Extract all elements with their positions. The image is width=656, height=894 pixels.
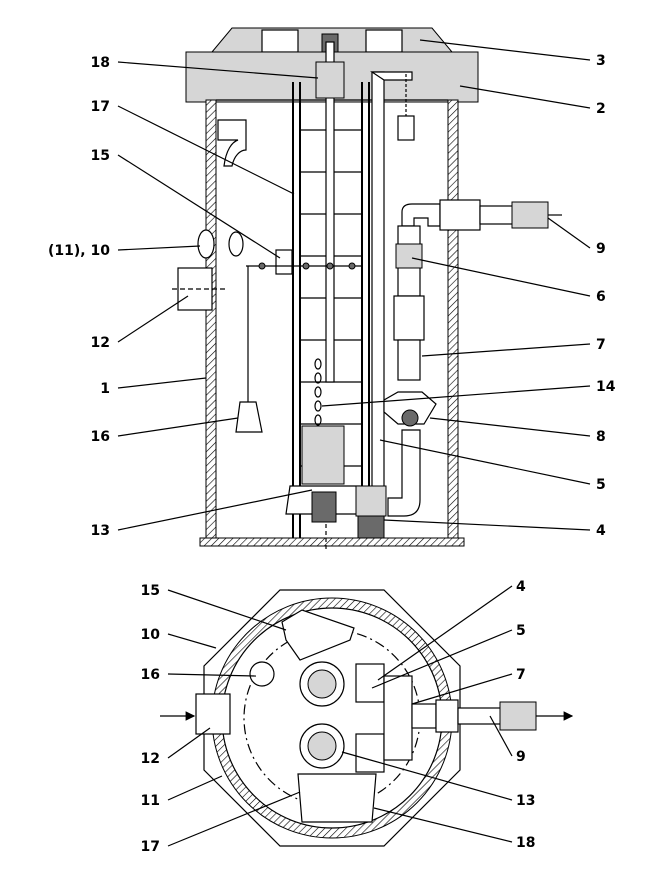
- pump-chain: [314, 358, 322, 426]
- plan-cable-holder: [249, 609, 355, 687]
- label-10-plan: 10: [141, 627, 161, 643]
- label-9-elev: 9: [596, 241, 606, 257]
- label-12-plan: 12: [141, 751, 160, 767]
- label-17-plan: 17: [141, 839, 160, 855]
- label-18-elev: 18: [91, 55, 110, 71]
- cable-gland: [197, 229, 244, 259]
- labels: 18 17 15 (11), 10 12 1 16 13 3 2 9 6 7 1…: [48, 53, 616, 855]
- guide-rail: [315, 41, 345, 383]
- hook-bracket: [217, 119, 247, 167]
- cable-holder: [246, 249, 362, 275]
- label-2-elev: 2: [596, 101, 606, 117]
- label-11-plan: 11: [141, 793, 160, 809]
- inlet-pipe: [172, 267, 226, 311]
- check-valve: [383, 391, 437, 427]
- label-4-plan: 4: [516, 579, 526, 595]
- label-7-plan: 7: [516, 667, 526, 683]
- float-switch: [235, 266, 263, 433]
- label-16-plan: 16: [141, 667, 160, 683]
- label-15-plan: 15: [141, 583, 160, 599]
- label-8-elev: 8: [596, 429, 606, 445]
- label-7-elev: 7: [596, 337, 606, 353]
- label-17-elev: 17: [91, 99, 110, 115]
- label-13-plan: 13: [516, 793, 535, 809]
- label-1-elev: 1: [100, 381, 110, 397]
- label-16-elev: 16: [91, 429, 110, 445]
- plan-inlet: [160, 693, 231, 735]
- label-13-elev: 13: [91, 523, 110, 539]
- label-6-elev: 6: [596, 289, 606, 305]
- label-4-elev: 4: [596, 523, 606, 539]
- label-12-elev: 12: [91, 335, 110, 351]
- label-9-plan: 9: [516, 749, 526, 765]
- label-5-elev: 5: [596, 477, 606, 493]
- label-10-elev: (11), 10: [48, 243, 110, 259]
- elevation-view: [172, 27, 562, 552]
- label-15-elev: 15: [91, 148, 110, 164]
- pump: [285, 425, 365, 552]
- plan-view: [160, 589, 574, 847]
- label-18-plan: 18: [516, 835, 535, 851]
- base-coupling: [355, 485, 387, 539]
- plan-ladder: [297, 773, 377, 823]
- upper-chain: [397, 74, 415, 141]
- riser-piping: [393, 199, 562, 381]
- leader-lines: [117, 39, 591, 847]
- label-14-elev: 14: [596, 379, 616, 395]
- bottom-pipe-elbow: [387, 429, 421, 517]
- label-3-elev: 3: [596, 53, 606, 69]
- plan-piping: [355, 663, 574, 773]
- discharge-pipe: [370, 71, 413, 521]
- label-5-plan: 5: [516, 623, 526, 639]
